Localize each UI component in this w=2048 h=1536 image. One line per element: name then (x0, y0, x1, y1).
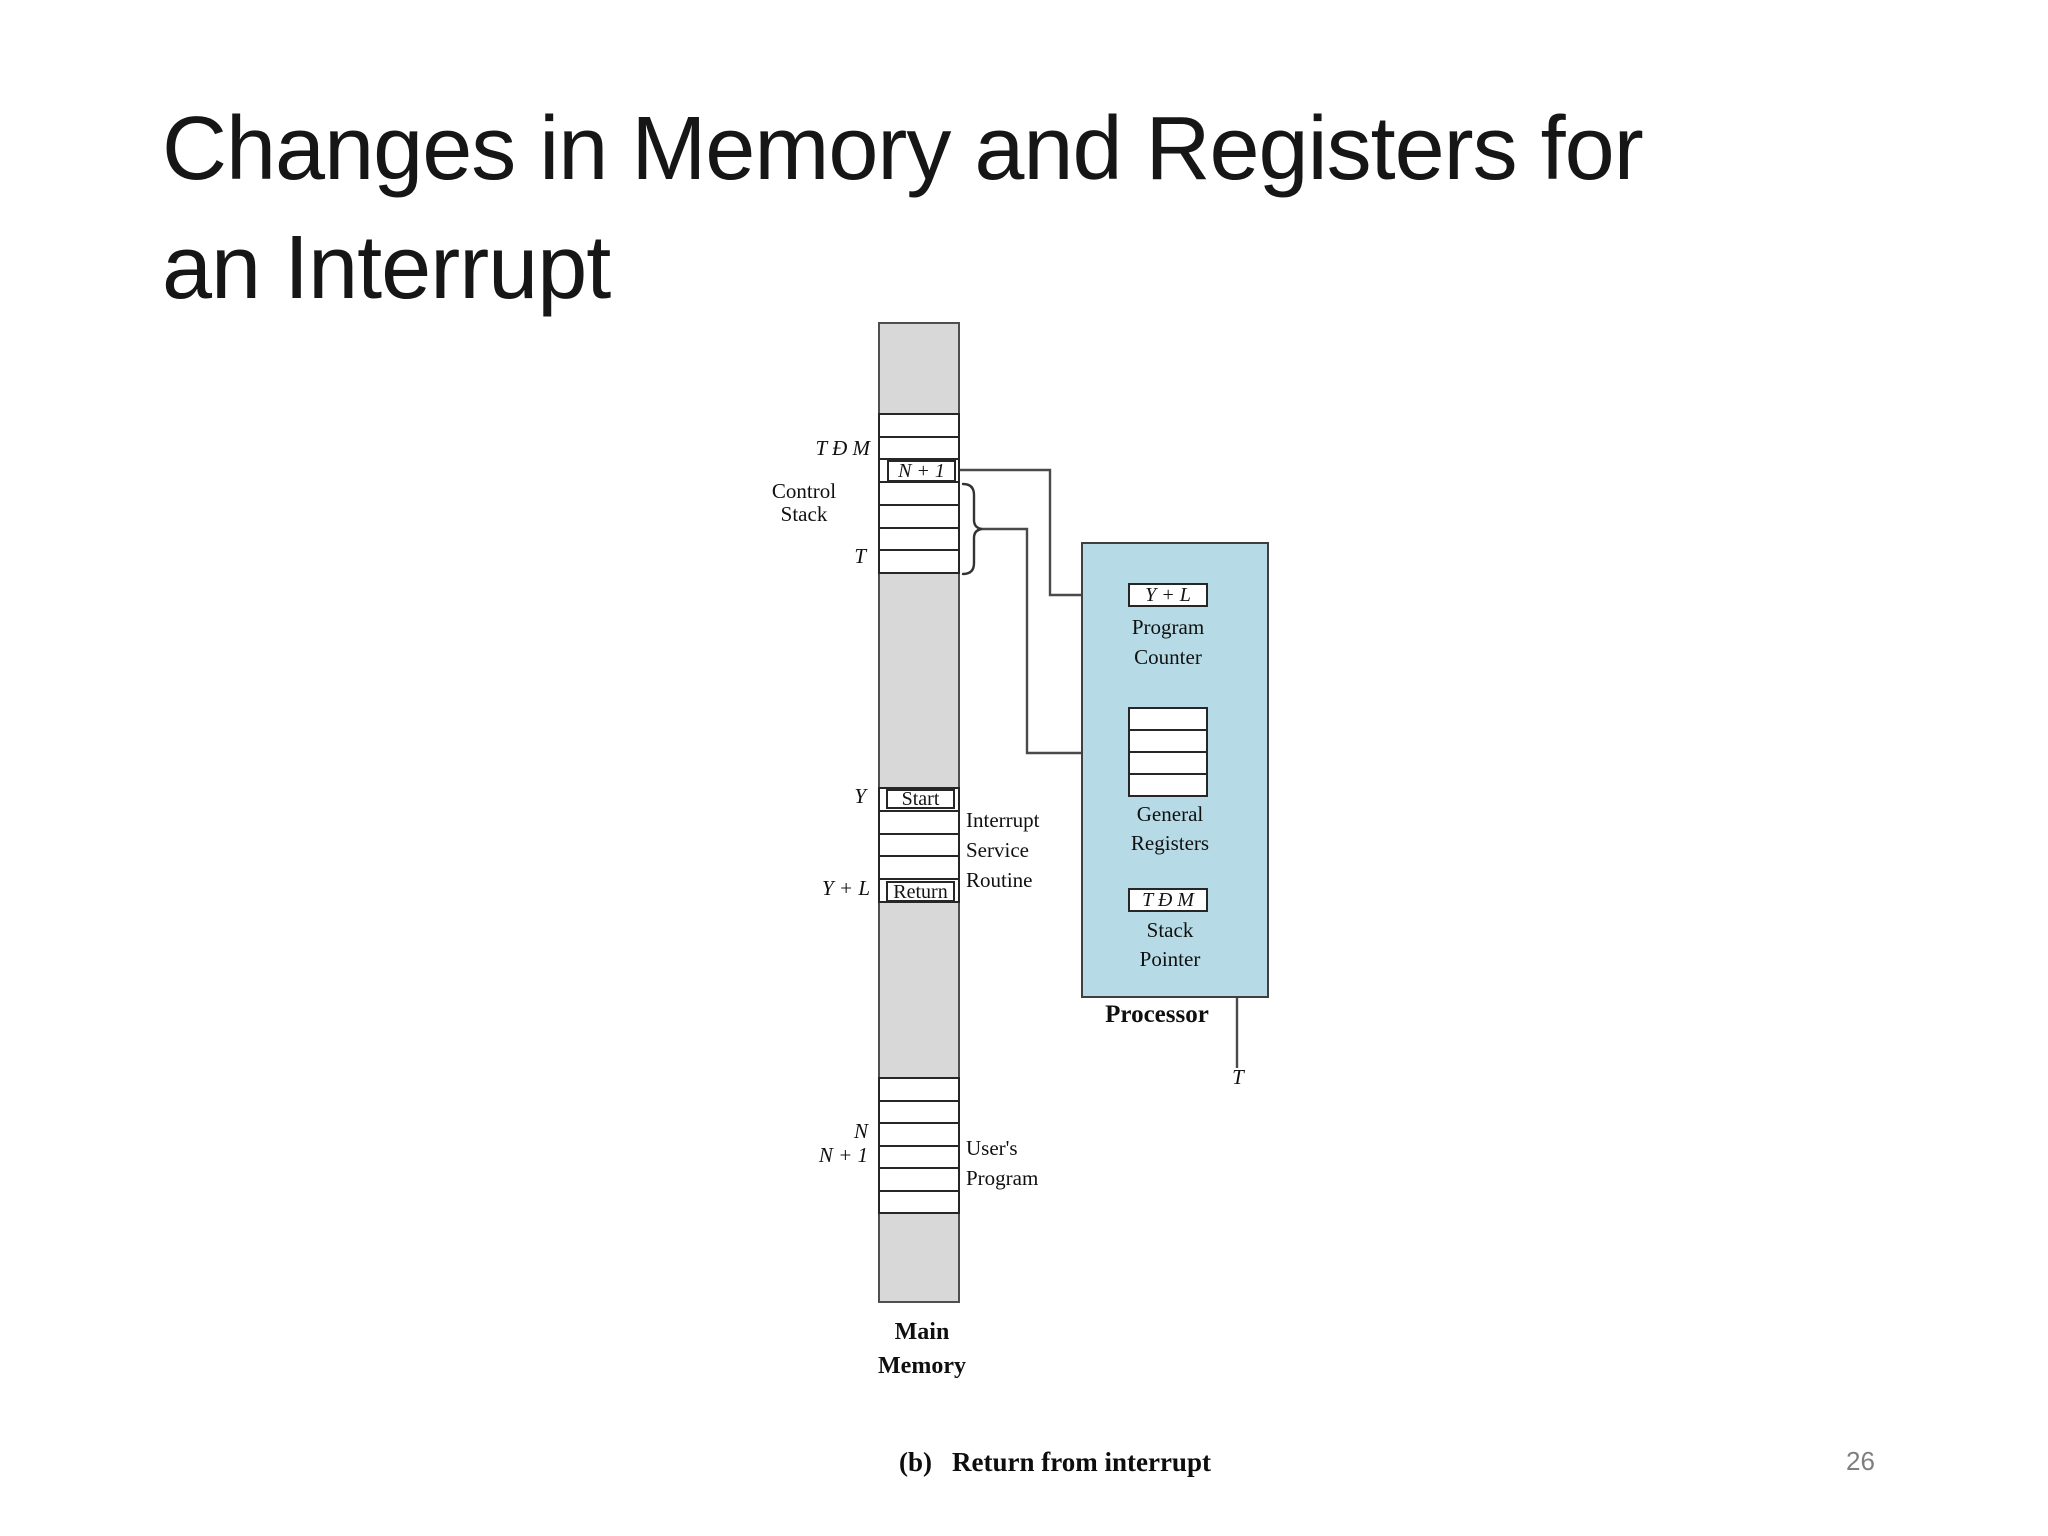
processor-label: Processor (1105, 1001, 1209, 1028)
user-program-cells (878, 1077, 960, 1214)
general-registers-label: General Registers (1130, 802, 1210, 855)
memory-cell (880, 549, 958, 572)
figure-caption-text: Return from interrupt (952, 1447, 1211, 1477)
isr-start-address-label: Y (854, 784, 866, 808)
memory-cell (880, 1122, 958, 1145)
user-program-address-labels: N N + 1 (818, 1119, 868, 1167)
memory-cell (880, 1189, 958, 1213)
memory-cell (880, 878, 958, 901)
figure-caption-prefix: (b) (899, 1447, 932, 1477)
memory-cell (880, 809, 958, 833)
stack-pointer-value: T Đ M (1128, 888, 1208, 912)
control-stack-address-bottom-label: T (854, 544, 866, 568)
figure-caption: (b) Return from interrupt (899, 1447, 1211, 1478)
control-stack-saved-pc-cell: N + 1 (887, 460, 956, 482)
main-memory-label: Main Memory (878, 1319, 966, 1379)
page-number: 26 (1846, 1446, 1875, 1476)
connector-stack-to-general-registers (982, 527, 1088, 755)
isr-return-address-label: Y + L (821, 876, 870, 900)
program-counter-label: Program Counter (1131, 615, 1205, 669)
user-program-label: User's Program (966, 1136, 1039, 1190)
isr-start-cell: Start (886, 789, 955, 809)
memory-cell (880, 526, 958, 550)
isr-return-cell: Return (886, 881, 955, 902)
slide-title: Changes in Memory and Registers for an I… (162, 99, 1644, 318)
register-cell (1130, 729, 1206, 751)
stack-top-t-label: T (1232, 1065, 1244, 1089)
register-cell (1130, 709, 1206, 729)
program-counter-value: Y + L (1128, 583, 1208, 607)
memory-cell (880, 1079, 958, 1100)
memory-cell (880, 458, 958, 481)
memory-cell (880, 1144, 958, 1168)
register-cell (1130, 751, 1206, 773)
control-stack-brace (961, 482, 983, 576)
memory-cell (880, 415, 958, 436)
memory-cell (880, 855, 958, 878)
memory-cell (880, 481, 958, 504)
memory-cell (880, 435, 958, 459)
memory-cell (880, 1167, 958, 1190)
control-stack-address-top-label: T Đ M (815, 436, 870, 460)
memory-cell (880, 1099, 958, 1123)
register-cell (1130, 773, 1206, 795)
isr-label: Interrupt Service Routine (966, 808, 1040, 892)
control-stack-label: Control Stack (771, 479, 837, 526)
stack-pointer-label: Stack Pointer (1139, 918, 1201, 971)
control-stack-cells (878, 413, 960, 574)
memory-cell (880, 503, 958, 527)
general-registers-table (1128, 707, 1208, 797)
memory-cell (880, 832, 958, 856)
